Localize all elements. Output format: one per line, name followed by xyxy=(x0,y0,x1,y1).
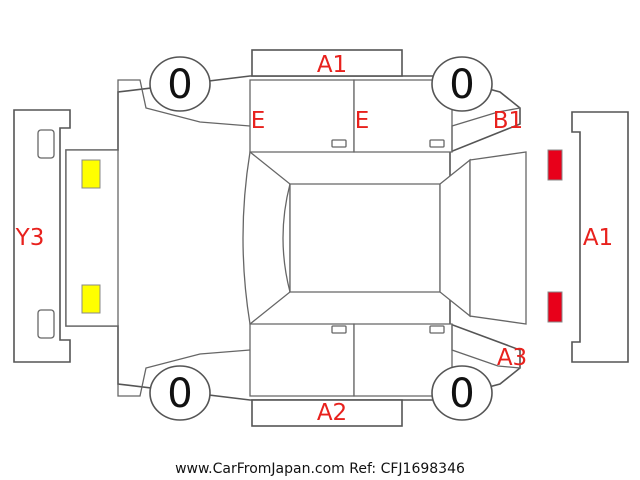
front-right-tire xyxy=(149,365,211,421)
rear-right-tire-value: 0 xyxy=(449,371,474,417)
label-rear-bumper: A1 xyxy=(583,225,613,251)
windshield xyxy=(242,150,291,326)
rear-left-door-handle xyxy=(429,139,445,148)
front-left-door-handle xyxy=(331,139,347,148)
taillight-top-marker xyxy=(547,149,563,181)
label-front-left-door: E xyxy=(251,108,266,134)
label-bottom-door-panel: A2 xyxy=(317,400,347,426)
rear-right-door-handle xyxy=(429,325,445,334)
front-right-fender xyxy=(117,349,251,397)
label-front-bumper: Y3 xyxy=(15,225,45,251)
front-right-tire-value: 0 xyxy=(167,371,192,417)
trunk xyxy=(469,151,527,325)
roof xyxy=(289,183,441,293)
rear-left-quarter-panel xyxy=(451,107,521,152)
roof-curve xyxy=(282,183,291,293)
headlight-bottom-marker xyxy=(81,284,101,314)
rear-right-tire xyxy=(431,365,493,421)
front-right-door xyxy=(249,323,355,397)
front-left-tire-value: 0 xyxy=(167,62,192,108)
rear-right-quarter-panel xyxy=(451,324,521,369)
footer-reference: www.CarFromJapan.com Ref: CFJ1698346 xyxy=(175,461,465,477)
top-door-panel xyxy=(251,49,403,77)
bottom-door-panel xyxy=(251,399,403,427)
rear-left-tire-value: 0 xyxy=(449,62,474,108)
front-right-door-handle xyxy=(331,325,347,334)
label-top-door-panel: A1 xyxy=(317,52,347,78)
rear-bumper xyxy=(571,111,629,363)
rear-left-tire xyxy=(431,56,493,112)
label-rear-right-quarter: A3 xyxy=(497,345,527,371)
front-bumper-top-tab xyxy=(37,129,55,159)
rear-window xyxy=(439,158,471,318)
front-bumper-bottom-tab xyxy=(37,309,55,339)
front-left-fender xyxy=(117,79,251,127)
front-left-tire xyxy=(149,56,211,112)
taillight-bottom-marker xyxy=(547,291,563,323)
front-bumper xyxy=(13,109,71,363)
headlight-top-marker xyxy=(81,159,101,189)
label-rear-left-door: E xyxy=(355,108,370,134)
label-rear-left-quarter: B1 xyxy=(493,108,523,134)
